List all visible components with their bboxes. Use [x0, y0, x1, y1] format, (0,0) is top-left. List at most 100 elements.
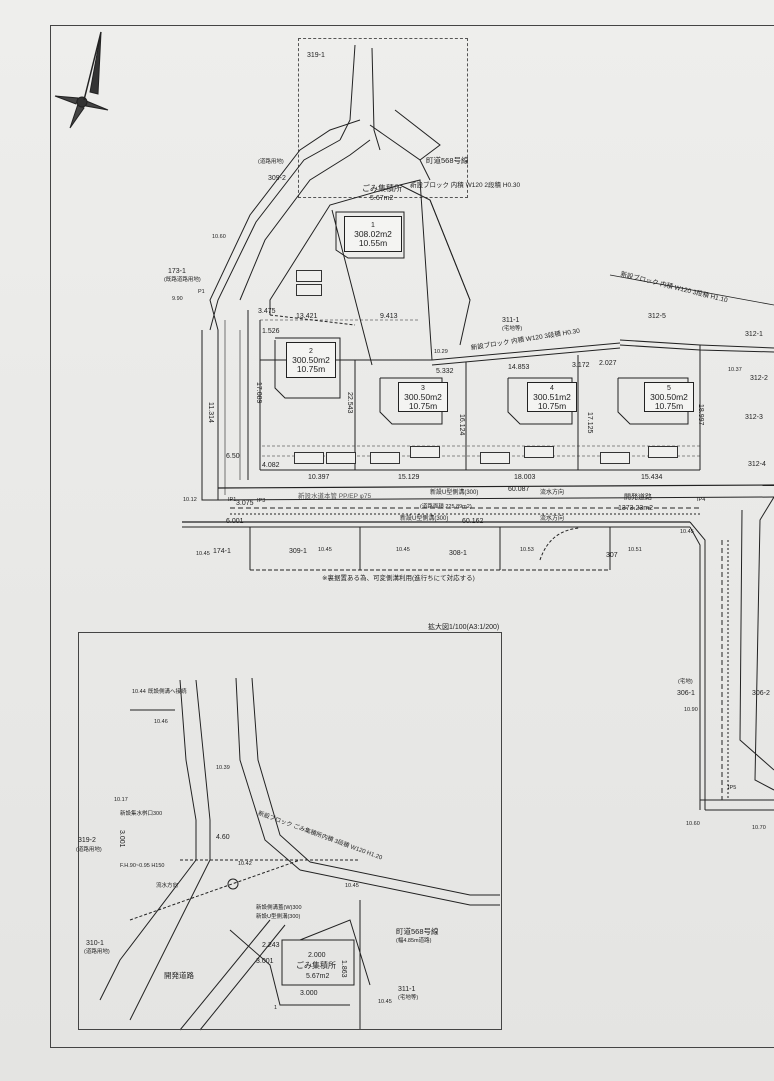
dim-4-082: 4.082: [262, 462, 280, 469]
dim-18-997: 18.997: [697, 404, 704, 426]
inset-elevation: 10.46: [154, 719, 168, 725]
ip3-marker: IP3: [257, 498, 266, 504]
elevation: 10.37: [728, 367, 742, 373]
development-road-area: 1373.23m2: [618, 505, 654, 512]
parcel-311-1-note: (宅地等): [502, 326, 523, 332]
elevation: 10.12: [183, 497, 197, 503]
elevation: 10.60: [686, 821, 700, 827]
survey-tag: [296, 284, 322, 296]
lot-area: 308.02m2: [354, 228, 392, 239]
inset-fh-note: F.H.90~0.95 H150: [120, 863, 165, 869]
parcel-306-1: 306-1: [677, 690, 695, 697]
inset-parcel-311-1-note: (宅地等): [398, 995, 419, 1001]
side-ditch-label-top: 新設U型側溝(300): [430, 490, 479, 496]
town-road-label: 町道568号線: [426, 156, 469, 165]
parcel-312-5: 312-5: [648, 313, 666, 320]
lot-number: 5: [667, 384, 671, 392]
water-main-label: 新設水道本管 PP/EP φ75: [298, 493, 372, 500]
parcel-319-1: 319-1: [307, 52, 325, 59]
lot-frontage: 10.75m: [537, 400, 567, 411]
inset-note-connect: 既設側溝へ接続: [148, 689, 187, 695]
road-area-note: (道路面積 225.89m2): [420, 504, 472, 510]
dim-15-434: 15.434: [641, 474, 663, 481]
inset-title: 拡大図1/100(A3:1/200): [428, 624, 500, 631]
lot-4[interactable]: 4 300.51m2 10.75m: [527, 382, 577, 412]
elevation: 10.60: [212, 234, 226, 240]
block-wall-label-1: 新設ブロック 内積 W120 2段積 H0.30: [410, 182, 521, 189]
lot-1[interactable]: 1 308.02m2 10.55m: [344, 216, 402, 252]
inset-dim-d: 1.863: [340, 960, 347, 978]
lot-frontage: 10.75m: [654, 400, 684, 411]
elevation: 10.45: [396, 547, 410, 553]
dim-5-332: 5.332: [436, 368, 454, 375]
parcel-field-note: (宅地): [678, 679, 693, 685]
inset-dim-a: 4.60: [216, 834, 230, 841]
lot-frontage: 10.55m: [358, 237, 388, 248]
survey-tag: [600, 452, 630, 464]
lot-area: 300.51m2: [533, 391, 571, 402]
lot-area: 300.50m2: [292, 354, 330, 365]
dim-3-475: 3.475: [258, 308, 276, 315]
inset-parcel-310-1: 310-1: [86, 940, 104, 947]
garbage-area-label: ごみ集積所: [362, 184, 402, 193]
dim-10-397: 10.397: [308, 474, 330, 481]
elevation: 9.90: [172, 296, 183, 302]
dim-3-172: 3.172: [572, 362, 590, 369]
inset-dim-b: 2.243: [262, 942, 280, 949]
inset-elevation: 10.17: [114, 797, 128, 803]
inset-garbage-width: 3.000: [300, 990, 318, 997]
parcel-312-3: 312-3: [745, 414, 763, 421]
inset-garbage-dim: 2.000: [308, 952, 326, 959]
footnote: ※裏据置ある為、可変側溝利用(進行ちにて対応する): [322, 575, 475, 582]
parcel-173-1-note: (既路道路用地): [164, 277, 201, 283]
lot-area: 300.50m2: [650, 391, 688, 402]
inset-number: 1: [274, 1005, 278, 1011]
compass-rose-icon: [54, 31, 109, 129]
parcel-309-2-note: (道路用地): [258, 159, 284, 165]
survey-tag: [294, 452, 324, 464]
lot-number: 2: [309, 347, 313, 355]
inset-development-road: 開発道路: [164, 971, 194, 980]
dim-17-125: 17.125: [586, 412, 593, 434]
inset-garbage-area: 5.67m2: [306, 973, 330, 980]
parcel-309-1: 309-1: [289, 548, 307, 555]
lot-5[interactable]: 5 300.50m2 10.75m: [644, 382, 694, 412]
inset-parcel-319-2: 319-2: [78, 837, 96, 844]
survey-tag: [524, 446, 554, 458]
dim-9-413: 9.413: [380, 313, 398, 320]
parcel-173-1: 173-1: [168, 268, 186, 275]
lot-number: 1: [371, 221, 375, 229]
inset-elevation: 10.42: [238, 861, 252, 867]
parcel-308-1: 308-1: [449, 550, 467, 557]
lot-2[interactable]: 2 300.50m2 10.75m: [286, 342, 336, 378]
p1-marker: P1: [198, 289, 205, 295]
dim-60-162: 60.162: [462, 518, 484, 525]
parcel-312-1: 312-1: [745, 331, 763, 338]
side-ditch-label-bottom: 新設U型側溝(300): [400, 516, 449, 522]
enlarged-detail-frame: [78, 632, 502, 1030]
inset-parcel-310-1-note: (道路用地): [84, 949, 110, 955]
inset-elevation: 10.44: [132, 689, 146, 695]
parcel-309-2: 309-2: [268, 175, 286, 182]
survey-tag: [410, 446, 440, 458]
elevation: 10.29: [434, 349, 448, 355]
parcel-307: 307: [606, 552, 618, 559]
lot-number: 3: [421, 384, 425, 392]
inset-flow-direction: 流水方向: [156, 883, 179, 889]
survey-tag: [296, 270, 322, 282]
inset-parcel-319-2-note: (道路用地): [76, 847, 102, 853]
dim-16-124: 16.124: [458, 414, 465, 436]
dim-11-314: 11.314: [207, 402, 214, 423]
ip1-marker: IP1: [228, 497, 237, 503]
parcel-174-1: 174-1: [213, 548, 231, 555]
detail-callout-box: [298, 38, 468, 198]
elevation: 10.90: [684, 707, 698, 713]
dim-18-003: 18.003: [514, 474, 536, 481]
lot-3[interactable]: 3 300.50m2 10.75m: [398, 382, 448, 412]
flow-direction-top: 流水方向: [540, 490, 565, 496]
lot-frontage: 10.75m: [296, 363, 326, 374]
inset-parcel-311-1: 311-1: [398, 986, 416, 993]
lot-frontage: 10.75m: [408, 400, 438, 411]
elevation: 10.51: [628, 547, 642, 553]
